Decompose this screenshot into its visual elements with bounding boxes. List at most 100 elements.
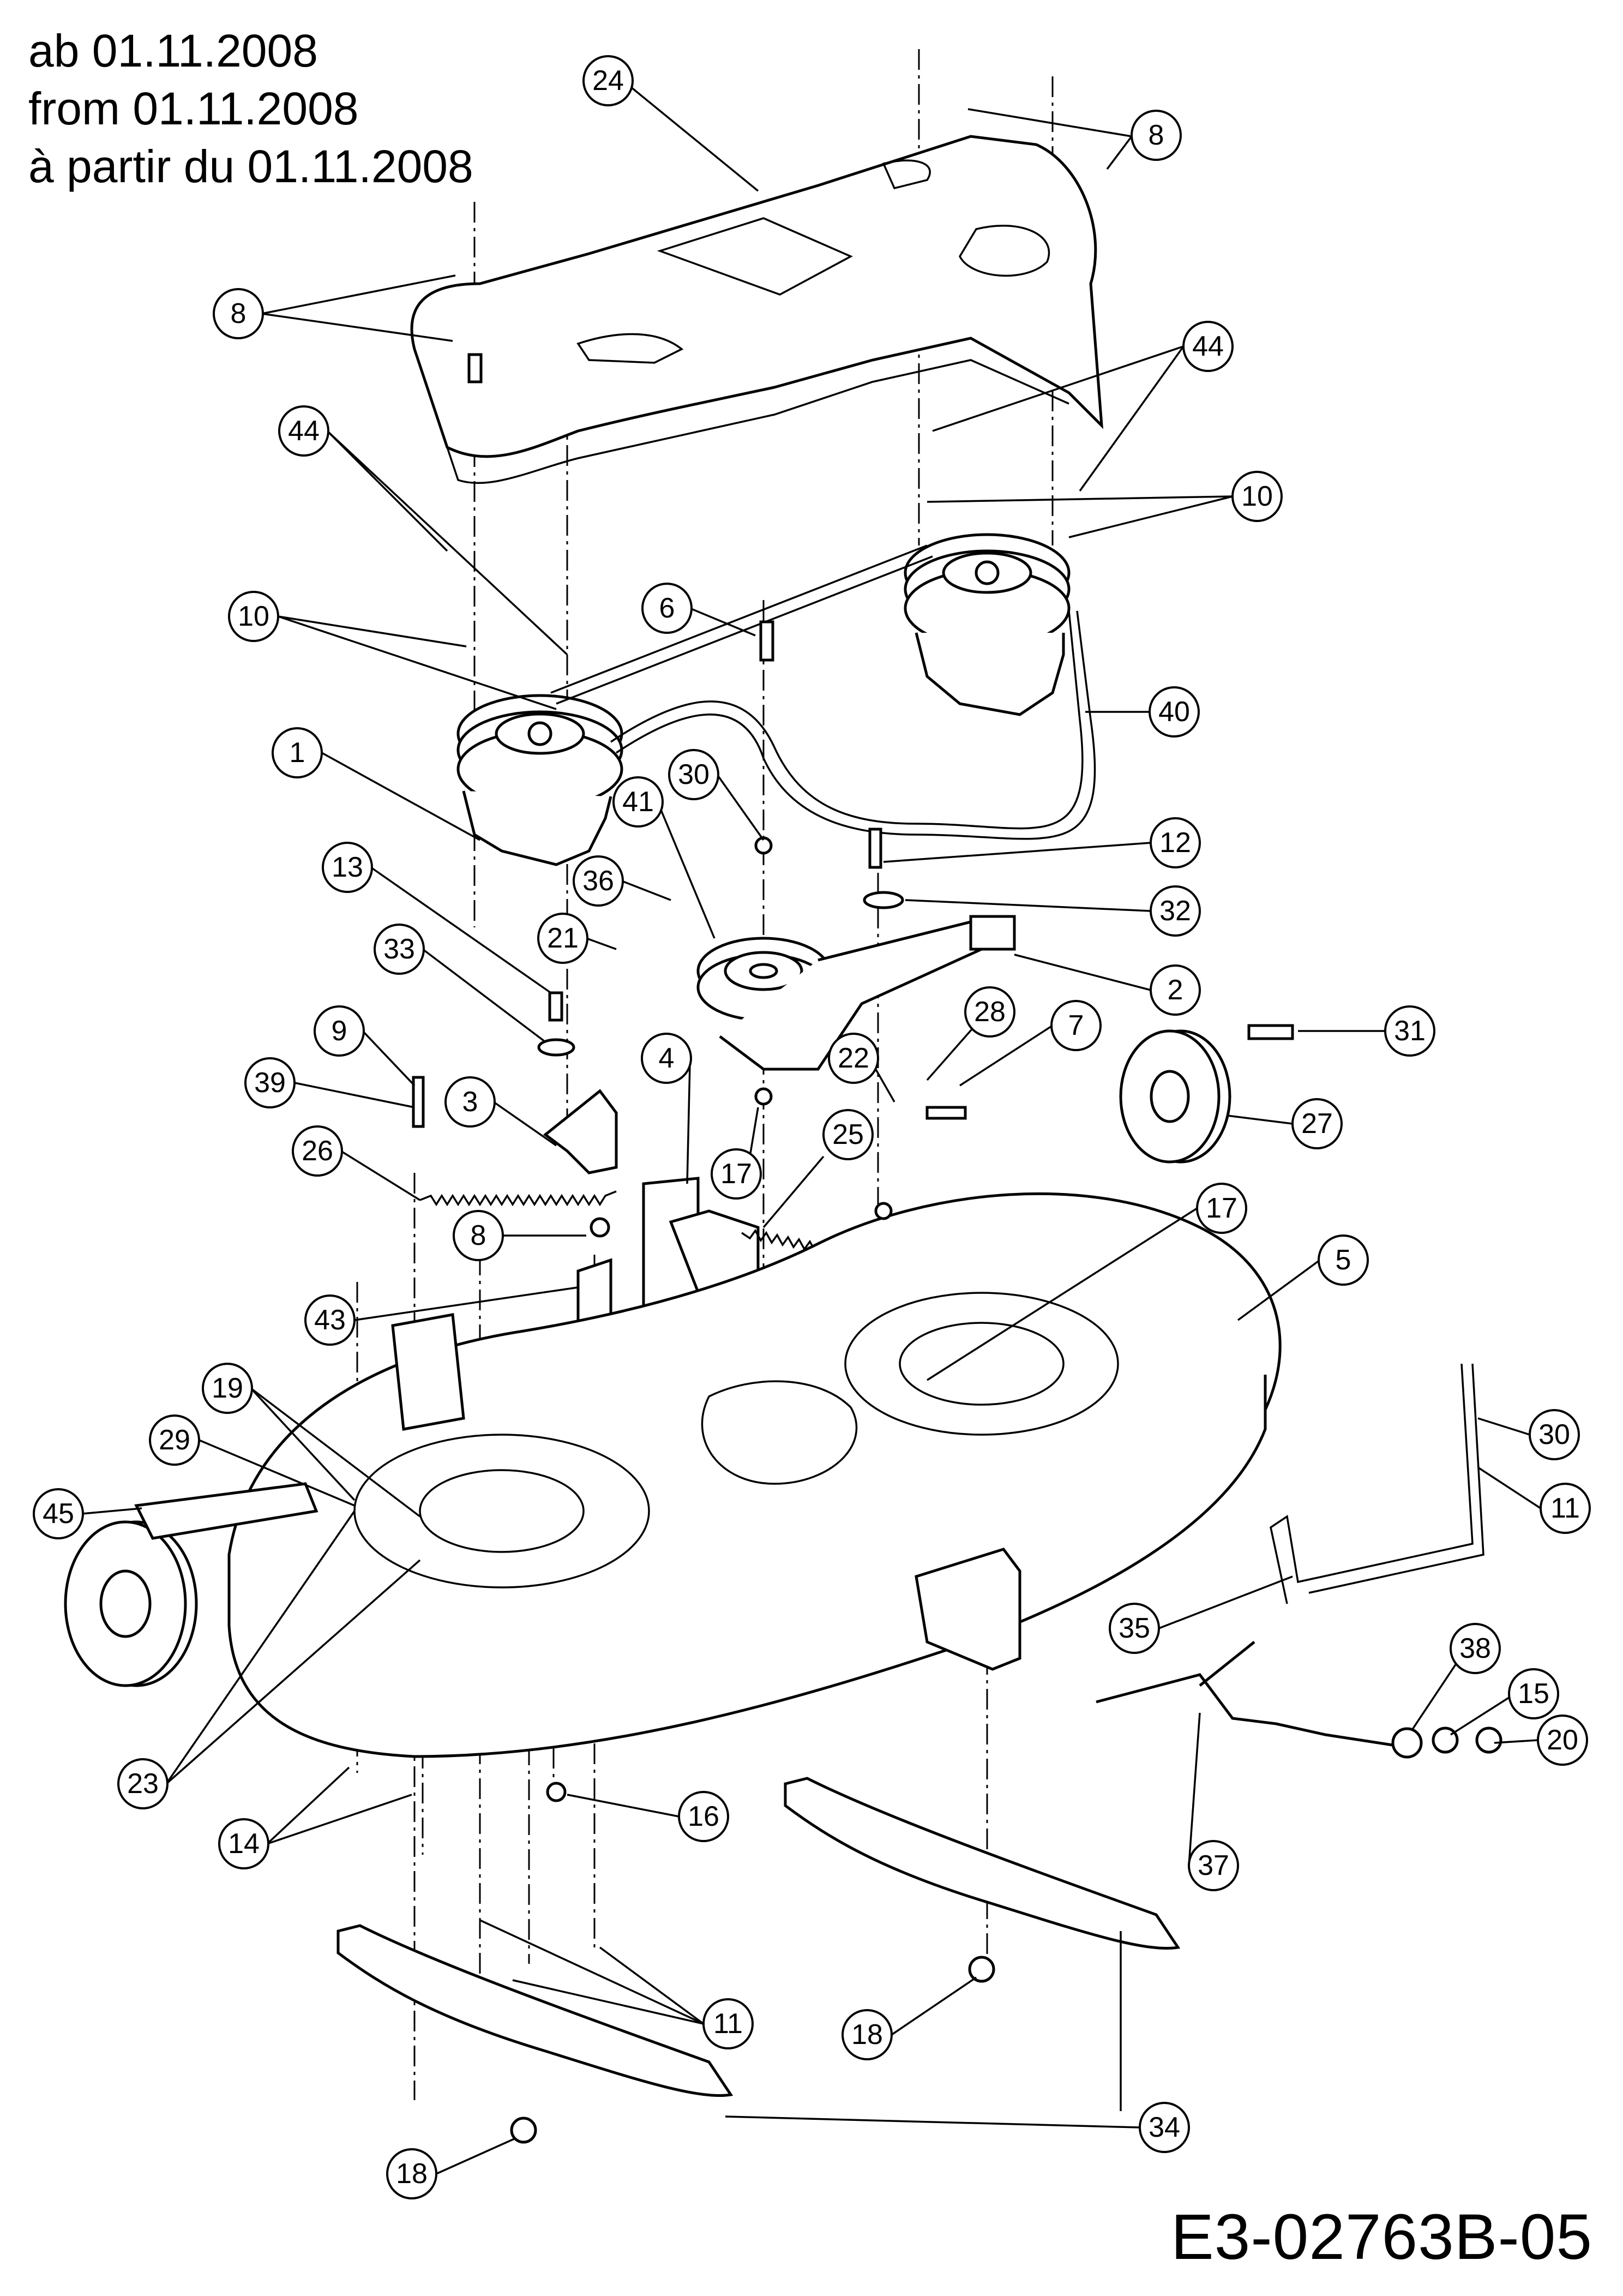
callout-4: 4 bbox=[641, 1033, 692, 1184]
callout-17-left: 17 bbox=[711, 1107, 762, 1200]
height-adjuster-rod bbox=[1096, 1641, 1502, 1759]
svg-text:32: 32 bbox=[1159, 895, 1191, 927]
svg-text:1: 1 bbox=[290, 737, 305, 769]
right-spindle-pulley bbox=[904, 533, 1071, 716]
callout-31: 31 bbox=[1298, 1005, 1435, 1057]
svg-text:23: 23 bbox=[127, 1768, 159, 1800]
callout-11-right: 11 bbox=[1477, 1466, 1591, 1534]
svg-text:31: 31 bbox=[1394, 1015, 1426, 1047]
callout-27: 27 bbox=[1227, 1098, 1343, 1149]
callout-7: 7 bbox=[959, 1000, 1102, 1087]
callout-44-right: 44 bbox=[932, 321, 1234, 492]
callout-5: 5 bbox=[1237, 1234, 1369, 1321]
svg-text:7: 7 bbox=[1068, 1010, 1084, 1041]
callout-28: 28 bbox=[926, 986, 1015, 1081]
left-spindle-pulley bbox=[456, 694, 623, 866]
validity-date-fr: à partir du 01.11.2008 bbox=[28, 141, 473, 192]
callout-23: 23 bbox=[117, 1510, 421, 1809]
svg-text:17: 17 bbox=[720, 1158, 752, 1190]
svg-text:13: 13 bbox=[332, 852, 363, 883]
callout-26: 26 bbox=[292, 1125, 420, 1201]
callout-10-left: 10 bbox=[228, 591, 557, 710]
callout-20: 20 bbox=[1494, 1714, 1588, 1766]
callout-15: 15 bbox=[1450, 1668, 1559, 1736]
svg-text:11: 11 bbox=[713, 2008, 743, 2040]
callout-44-left: 44 bbox=[278, 405, 568, 656]
callout-8-top: 8 bbox=[967, 108, 1182, 170]
callout-43: 43 bbox=[304, 1286, 579, 1346]
callout-10-right: 10 bbox=[927, 471, 1283, 538]
callout-39: 39 bbox=[244, 1057, 415, 1108]
svg-text:29: 29 bbox=[159, 1424, 190, 1456]
svg-text:25: 25 bbox=[832, 1119, 864, 1150]
svg-text:43: 43 bbox=[314, 1304, 346, 1336]
callout-41: 41 bbox=[612, 776, 716, 939]
svg-text:41: 41 bbox=[622, 786, 654, 818]
callout-22: 22 bbox=[828, 1033, 895, 1102]
svg-text:11: 11 bbox=[1550, 1492, 1580, 1524]
callout-33: 33 bbox=[374, 924, 546, 1043]
callout-6: 6 bbox=[641, 583, 756, 637]
svg-text:10: 10 bbox=[238, 601, 269, 632]
callout-18-right: 18 bbox=[841, 1976, 977, 2060]
callout-16: 16 bbox=[567, 1791, 729, 1842]
callout-9: 9 bbox=[314, 1005, 416, 1087]
svg-text:9: 9 bbox=[332, 1015, 347, 1047]
svg-text:40: 40 bbox=[1158, 696, 1190, 728]
svg-text:15: 15 bbox=[1518, 1678, 1549, 1710]
svg-text:8: 8 bbox=[1149, 119, 1164, 151]
callout-45: 45 bbox=[33, 1488, 142, 1539]
drawing-number: E3-02763B-05 bbox=[1170, 2201, 1592, 2273]
svg-text:38: 38 bbox=[1459, 1633, 1491, 1664]
front-gauge-wheel bbox=[64, 1482, 318, 1687]
validity-header: ab 01.11.2008 from 01.11.2008 à partir d… bbox=[28, 22, 473, 195]
svg-text:21: 21 bbox=[547, 922, 579, 954]
svg-text:19: 19 bbox=[212, 1372, 243, 1404]
mower-blades bbox=[336, 1777, 1181, 2097]
svg-text:36: 36 bbox=[582, 865, 614, 897]
callout-2: 2 bbox=[1014, 954, 1201, 1016]
callout-40: 40 bbox=[1085, 686, 1200, 738]
svg-text:37: 37 bbox=[1198, 1850, 1229, 1881]
svg-text:8: 8 bbox=[231, 298, 247, 329]
svg-text:45: 45 bbox=[43, 1498, 74, 1530]
callout-14: 14 bbox=[218, 1766, 412, 1869]
callout-3: 3 bbox=[444, 1076, 557, 1147]
svg-text:14: 14 bbox=[228, 1828, 260, 1860]
svg-text:4: 4 bbox=[659, 1042, 675, 1074]
callout-37: 37 bbox=[1188, 1712, 1239, 1891]
callout-18-left: 18 bbox=[386, 2137, 516, 2199]
callout-12: 12 bbox=[883, 817, 1201, 868]
svg-text:28: 28 bbox=[974, 996, 1006, 1028]
callout-19: 19 bbox=[202, 1363, 421, 1518]
svg-text:39: 39 bbox=[254, 1067, 286, 1099]
callout-24: 24 bbox=[582, 55, 759, 192]
callout-30-upper: 30 bbox=[668, 749, 765, 841]
svg-text:17: 17 bbox=[1206, 1192, 1237, 1224]
callouts: 24 8 8 44 bbox=[33, 55, 1591, 2199]
svg-text:18: 18 bbox=[396, 2158, 428, 2190]
callout-25: 25 bbox=[762, 1109, 874, 1228]
callout-29: 29 bbox=[149, 1414, 355, 1507]
svg-text:5: 5 bbox=[1336, 1244, 1351, 1276]
svg-text:2: 2 bbox=[1168, 974, 1183, 1006]
callout-34: 34 bbox=[725, 1931, 1190, 2153]
callout-30-lower: 30 bbox=[1477, 1409, 1580, 1460]
svg-text:16: 16 bbox=[688, 1801, 719, 1832]
validity-date-en: from 01.11.2008 bbox=[28, 83, 359, 134]
hardware bbox=[412, 353, 1294, 2144]
callout-8-mid: 8 bbox=[453, 1210, 586, 1261]
svg-text:34: 34 bbox=[1149, 2112, 1180, 2143]
callout-8-left: 8 bbox=[213, 274, 456, 342]
callout-17-right: 17 bbox=[927, 1183, 1247, 1381]
svg-text:30: 30 bbox=[1538, 1419, 1570, 1450]
svg-text:20: 20 bbox=[1547, 1724, 1578, 1756]
rear-roller-wheel bbox=[1119, 1029, 1231, 1164]
callout-1: 1 bbox=[272, 727, 480, 841]
svg-text:33: 33 bbox=[383, 933, 415, 965]
svg-text:44: 44 bbox=[1192, 331, 1224, 362]
svg-text:18: 18 bbox=[851, 2019, 883, 2051]
svg-text:3: 3 bbox=[462, 1086, 478, 1118]
